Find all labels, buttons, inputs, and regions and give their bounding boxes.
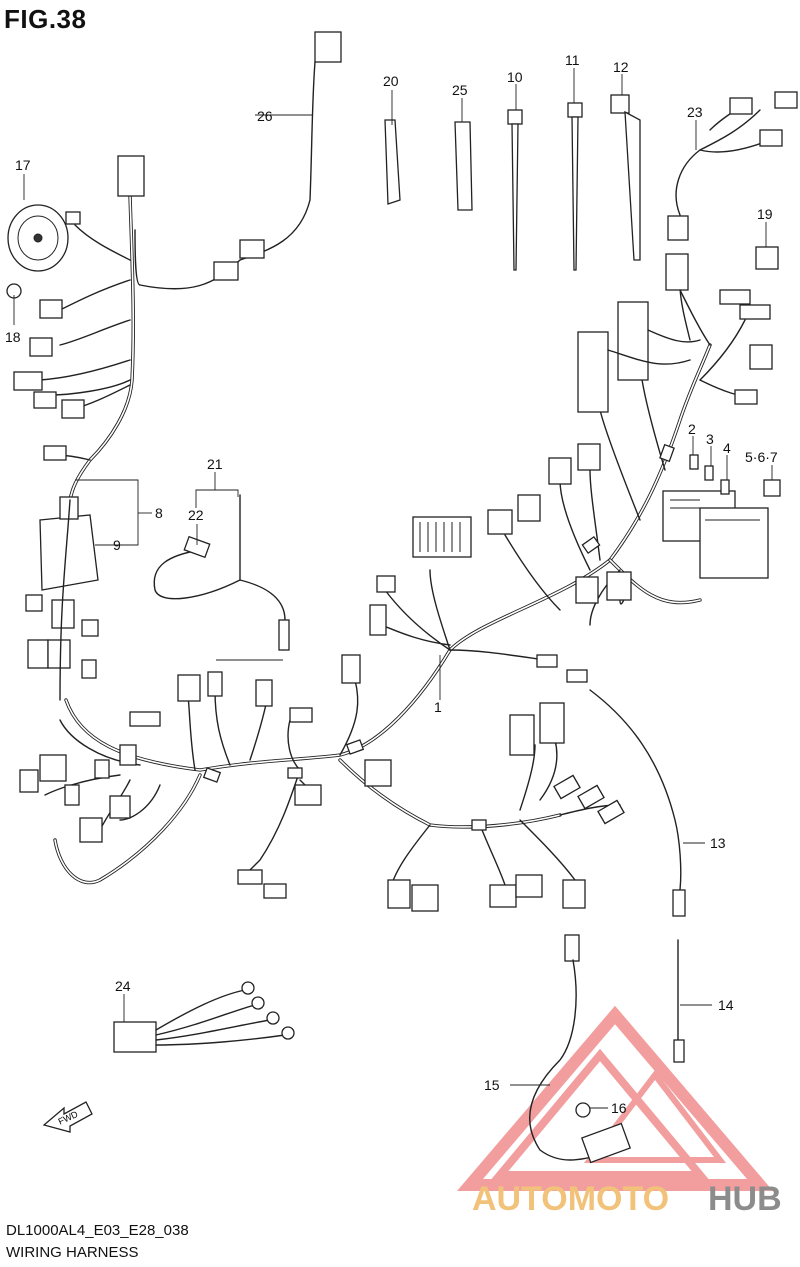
- sensor-lead-15: [528, 934, 632, 1164]
- callout-17: 17: [15, 157, 31, 173]
- callout-5-6-7: 5·6·7: [745, 449, 778, 465]
- sub-harness-23: [667, 91, 798, 241]
- callout-numbers: 1 2 3 4 5·6·7 8 9 10 11 12 13 14 15 16 1…: [5, 52, 778, 1116]
- callout-25: 25: [452, 82, 468, 98]
- fuse-box: [662, 246, 781, 579]
- left-harness-8: [13, 155, 145, 701]
- ecu-connectors: [577, 253, 773, 413]
- callout-19: 19: [757, 206, 773, 222]
- callout-1: 1: [434, 699, 442, 715]
- callout-10: 10: [507, 69, 523, 85]
- horn-17: [6, 204, 69, 299]
- callout-23: 23: [687, 104, 703, 120]
- figure-code: DL1000AL4_E03_E28_038: [6, 1222, 189, 1239]
- callout-11: 11: [565, 52, 580, 68]
- switch-lead-14: [673, 939, 685, 1063]
- harness-connectors: [19, 443, 632, 912]
- callout-16: 16: [611, 1100, 627, 1116]
- callout-18: 18: [5, 329, 21, 345]
- watermark-text-b: HUB: [708, 1180, 782, 1218]
- watermark-logo: [456, 1005, 774, 1191]
- callout-8: 8: [155, 505, 163, 521]
- callout-13: 13: [710, 835, 726, 851]
- figure-label: FIG.38: [4, 4, 87, 34]
- watermark-text: AUTOMOTO HUB: [472, 1180, 782, 1218]
- callout-21: 21: [207, 456, 223, 472]
- callout-14: 14: [718, 997, 734, 1013]
- callout-9: 9: [113, 537, 121, 553]
- callout-22: 22: [188, 507, 204, 523]
- figure-title: WIRING HARNESS: [6, 1244, 139, 1261]
- callout-24: 24: [115, 978, 131, 994]
- fwd-arrow-icon: FWD: [42, 1101, 93, 1133]
- callout-15: 15: [484, 1077, 500, 1093]
- leader-lines: [13, 68, 773, 1109]
- callout-20: 20: [383, 73, 399, 89]
- sensor-lead-13: [589, 689, 686, 917]
- sub-harness-26: [134, 31, 342, 290]
- callout-4: 4: [723, 440, 731, 456]
- cable-ties: [384, 94, 641, 271]
- callout-26: 26: [257, 108, 273, 124]
- callout-2: 2: [688, 421, 696, 437]
- sub-harness-24: [113, 981, 295, 1053]
- watermark-text-a: AUTOMOTO: [472, 1180, 669, 1218]
- callout-3: 3: [706, 431, 714, 447]
- callout-12: 12: [613, 59, 629, 75]
- sub-harness-21: [153, 494, 290, 651]
